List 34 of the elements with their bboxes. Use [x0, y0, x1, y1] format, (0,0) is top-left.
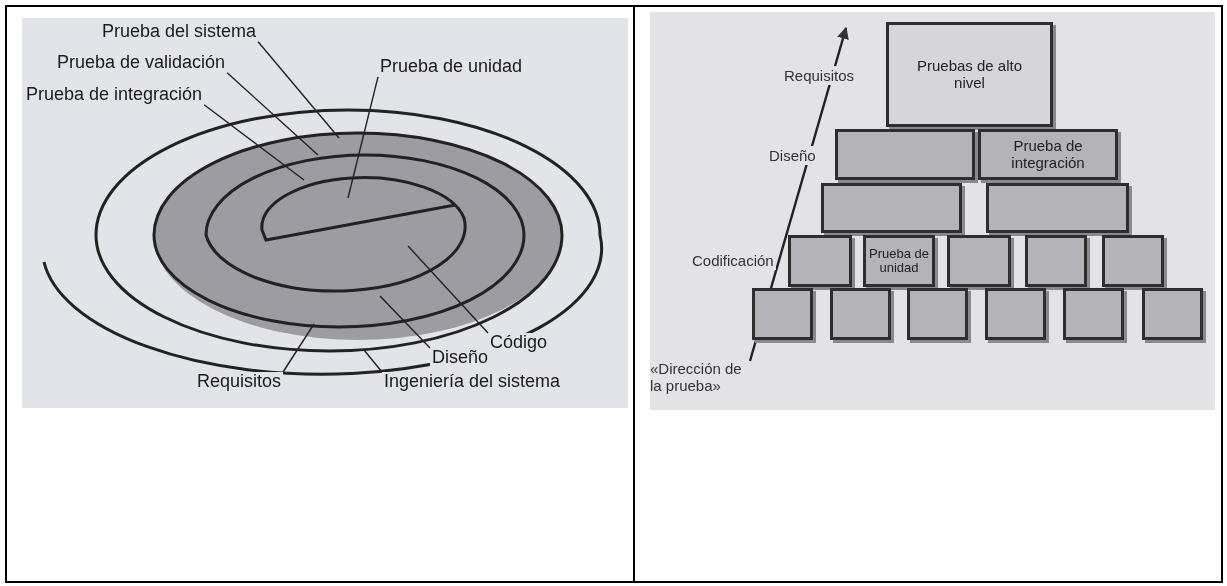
pyramid-block — [863, 235, 935, 287]
callout-label: Diseño — [430, 348, 491, 368]
leader-line — [347, 76, 379, 199]
pyramid-block — [986, 183, 1129, 233]
pyramid-block — [788, 235, 852, 287]
leader-line — [257, 41, 340, 139]
stage-label: Requisitos — [782, 66, 857, 85]
leader-line — [282, 323, 315, 373]
callout-label: Código — [488, 333, 550, 353]
pyramid-block — [1142, 288, 1203, 340]
leader-line — [363, 349, 383, 373]
callout-label: Requisitos — [195, 372, 284, 392]
leader-line — [203, 104, 305, 181]
pyramid-block — [1025, 235, 1087, 287]
block-text: Prueba de integración — [1010, 138, 1086, 171]
leader-line — [407, 245, 489, 334]
block-text: Pruebas de alto nivel — [915, 58, 1024, 91]
direction-label: «Dirección de la prueba» — [650, 361, 750, 394]
block-text: Prueba de unidad — [868, 246, 930, 276]
leader-line — [226, 72, 319, 156]
pyramid-block — [907, 288, 968, 340]
pyramid-block — [830, 288, 891, 340]
pyramid-block — [886, 22, 1053, 127]
pyramid-block — [947, 235, 1011, 287]
pyramid-block — [835, 129, 975, 180]
pyramid-block — [752, 288, 813, 340]
pyramid-block — [978, 129, 1118, 180]
pyramid-block — [1102, 235, 1164, 287]
pyramid-block — [985, 288, 1046, 340]
pyramid-block — [1063, 288, 1124, 340]
callout-label: Ingeniería del sistema — [382, 372, 563, 392]
stage-label: Diseño — [767, 146, 818, 165]
pyramid-block — [821, 183, 962, 233]
leader-line — [379, 295, 431, 349]
